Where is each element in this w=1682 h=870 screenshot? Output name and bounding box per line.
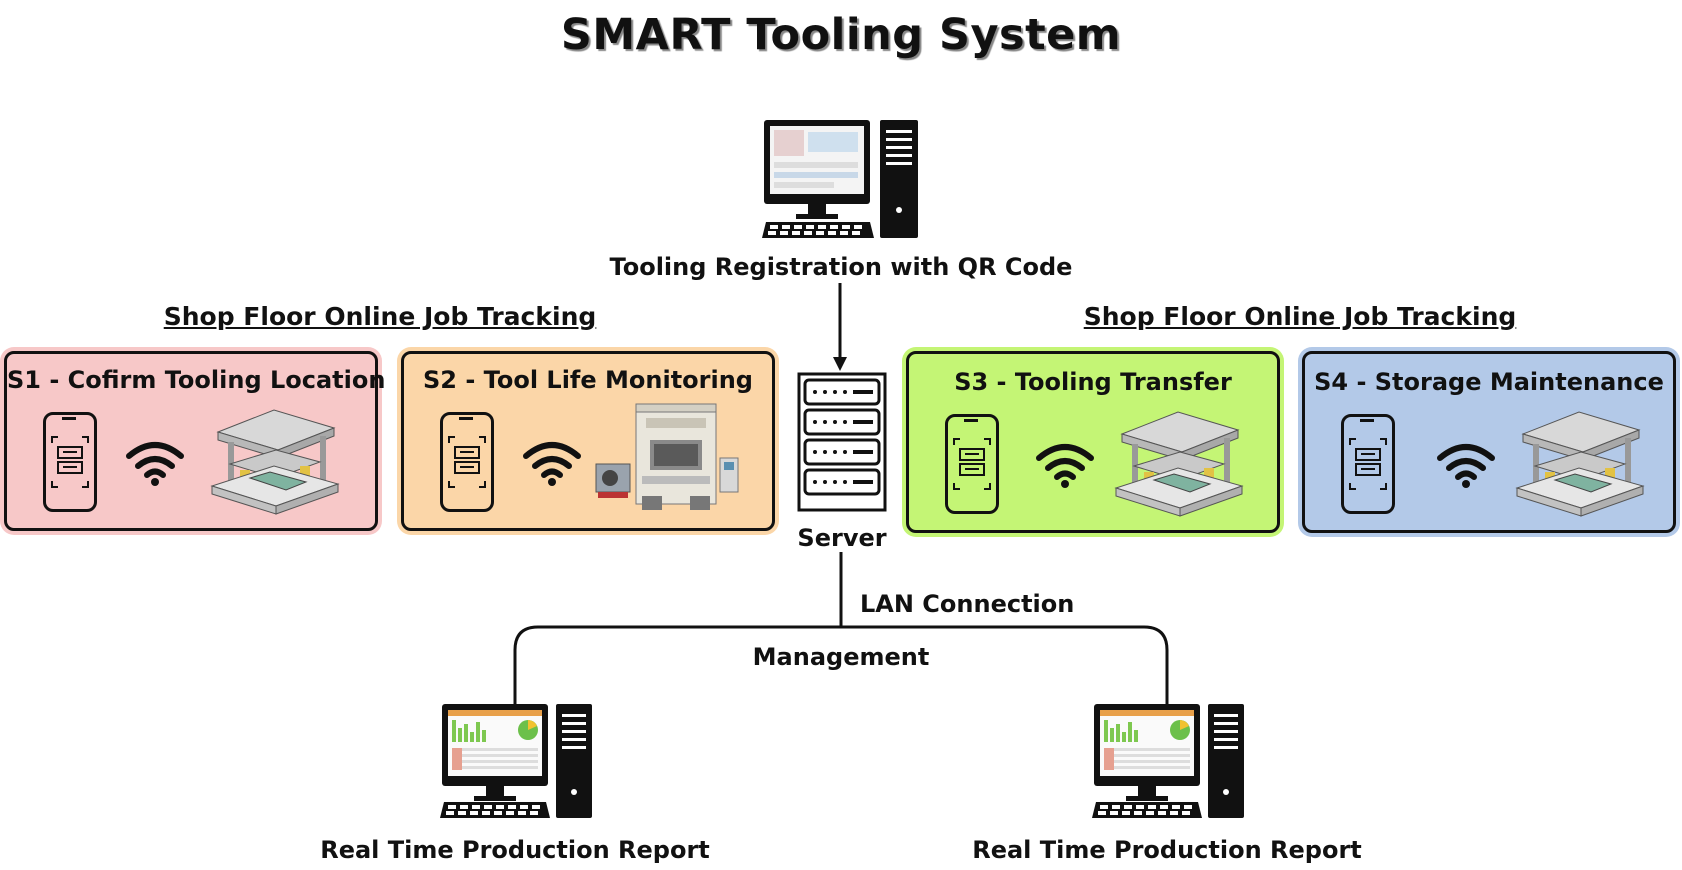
server-icon xyxy=(797,372,887,512)
report-computer-icon xyxy=(440,702,594,820)
qr-phone-icon xyxy=(440,412,494,512)
page-title: SMART Tooling System xyxy=(560,10,1122,60)
management-label: Management xyxy=(752,643,930,671)
station-label: S2 - Tool Life Monitoring xyxy=(423,366,753,394)
wifi-icon xyxy=(125,440,185,486)
desktop-computer-icon xyxy=(762,118,922,240)
die-set-icon xyxy=(1515,406,1645,518)
station-card-s1: S1 - Cofirm Tooling Location xyxy=(0,347,386,535)
station-card-s4: S4 - Storage Maintenance xyxy=(1298,347,1680,537)
report-label: Real Time Production Report xyxy=(972,836,1362,864)
wifi-icon xyxy=(1035,442,1095,488)
wifi-icon xyxy=(522,440,582,486)
server-label: Server xyxy=(797,524,887,552)
die-set-icon xyxy=(210,404,340,516)
section-heading-right: Shop Floor Online Job Tracking xyxy=(1083,302,1517,331)
report-computer-icon xyxy=(1092,702,1246,820)
qr-phone-icon xyxy=(1341,414,1395,514)
registration-label: Tooling Registration with QR Code xyxy=(609,253,1073,281)
report-label: Real Time Production Report xyxy=(320,836,710,864)
die-set-icon xyxy=(1114,406,1244,518)
station-label: S4 - Storage Maintenance xyxy=(1314,368,1664,396)
arrow-down-icon xyxy=(830,283,850,373)
qr-phone-icon xyxy=(945,414,999,514)
press-machine-icon xyxy=(594,400,744,514)
lan-connection-lines xyxy=(500,550,1180,710)
section-heading-left: Shop Floor Online Job Tracking xyxy=(163,302,597,331)
station-label: S3 - Tooling Transfer xyxy=(954,368,1232,396)
lan-connection-label: LAN Connection xyxy=(860,590,1075,618)
station-card-s2: S2 - Tool Life Monitoring xyxy=(397,347,779,535)
wifi-icon xyxy=(1436,442,1496,488)
qr-phone-icon xyxy=(43,412,97,512)
station-card-s3: S3 - Tooling Transfer xyxy=(902,347,1284,537)
station-label: S1 - Cofirm Tooling Location xyxy=(7,366,386,394)
